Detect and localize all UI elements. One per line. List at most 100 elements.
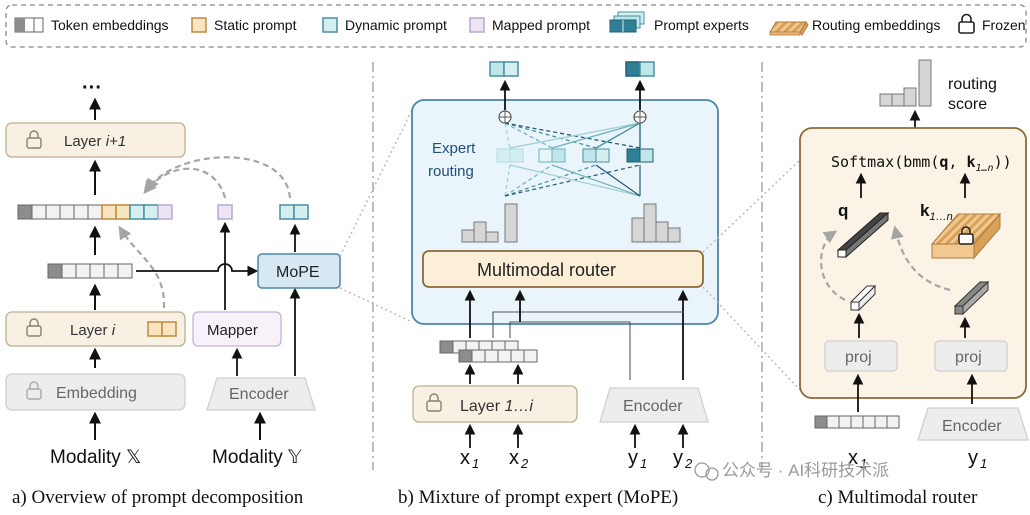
legend-static-label: Static prompt xyxy=(214,17,297,33)
histogram-left xyxy=(461,203,518,243)
legend-token-embeddings: Token embeddings xyxy=(14,17,169,33)
softmax-formula: Softmax(bmm(q, k1…n)) xyxy=(831,153,1012,174)
static-prompt-token xyxy=(161,321,177,337)
encoder-shape-c xyxy=(917,407,1029,441)
output-prompt-token xyxy=(625,61,641,77)
lock-icon xyxy=(26,318,42,337)
watermark: 公众号 · AI科研技术派 xyxy=(694,461,889,481)
expert-1 xyxy=(496,148,524,163)
expert-3 xyxy=(582,148,610,163)
legend-frame xyxy=(5,4,1027,48)
histogram-right xyxy=(631,203,681,243)
legend: Token embeddings Static prompt Dynamic p… xyxy=(5,4,1027,48)
output-prompt-token xyxy=(639,61,655,77)
dynamic-prompt-token xyxy=(293,204,309,220)
concat-token-row xyxy=(17,204,173,220)
layer-top-box xyxy=(5,122,186,158)
wechat-icon xyxy=(694,462,710,478)
layer-mid-box xyxy=(5,311,186,347)
layer-range-box xyxy=(412,385,578,423)
k-label: k1…n xyxy=(920,201,953,223)
caption-c: c) Multimodal router xyxy=(818,487,978,508)
q-vector xyxy=(836,211,890,259)
router-label: Multimodal router xyxy=(477,260,616,280)
lock-icon xyxy=(26,130,42,149)
caption-b: b) Mixture of prompt expert (MoPE) xyxy=(398,487,678,508)
mope-label: MoPE xyxy=(276,264,320,281)
expert-routing-line1: Expert xyxy=(432,140,476,157)
legend-dynamic-prompt: Dynamic prompt xyxy=(322,17,447,33)
routing-score-line2: score xyxy=(948,96,987,113)
panel-c: routing score Softmax(bmm(q, k1…n)) q k1… xyxy=(799,59,1029,508)
watermark-text: 公众号 · AI科研技术派 xyxy=(722,461,889,480)
sum-node-right xyxy=(633,110,647,124)
legend-token-label: Token embeddings xyxy=(51,17,169,33)
legend-frozen-label: Frozen xyxy=(982,17,1026,33)
encoder-shape-b xyxy=(599,387,709,423)
modality-x-label: Modality 𝕏 xyxy=(50,447,141,468)
output-prompt-token xyxy=(489,61,505,77)
sum-node-left xyxy=(498,110,512,124)
expert-routing-line2: routing xyxy=(428,163,474,180)
legend-experts-label: Prompt experts xyxy=(654,17,749,33)
legend-routing-embeddings: Routing embeddings xyxy=(769,17,940,36)
proj-label-right: proj xyxy=(955,349,982,366)
token-row-c xyxy=(814,415,900,429)
embedding-box xyxy=(5,373,186,411)
mapper-box xyxy=(192,311,282,347)
dynamic-prompt-token xyxy=(279,204,295,220)
encoder-label-c: Encoder xyxy=(942,418,1002,435)
layer-mid-label: Layer i xyxy=(70,322,116,339)
token-row xyxy=(47,263,133,279)
lock-icon xyxy=(958,226,974,245)
token-rows-b xyxy=(439,340,538,363)
legend-routing-label: Routing embeddings xyxy=(812,17,940,33)
mapper-label: Mapper xyxy=(207,322,258,339)
embedding-label: Embedding xyxy=(56,385,137,402)
modality-y-label: Modality 𝕐 xyxy=(212,447,302,468)
proj-label-left: proj xyxy=(845,349,872,366)
routing-lines-lower xyxy=(504,164,641,197)
encoder-label: Encoder xyxy=(229,386,289,403)
mapped-prompt-token xyxy=(217,204,233,220)
caption-a: a) Overview of prompt decomposition xyxy=(12,487,304,508)
legend-dynamic-label: Dynamic prompt xyxy=(345,17,447,33)
proj-vector-left xyxy=(849,284,877,312)
ellipsis: ··· xyxy=(82,77,102,99)
layer-range-label: Layer 1…i xyxy=(460,398,533,415)
k-vector xyxy=(930,212,1002,260)
proj-box-left xyxy=(824,340,898,372)
routing-score-histogram xyxy=(879,59,932,107)
router-box xyxy=(422,250,704,288)
routing-score-line1: routing xyxy=(948,76,997,93)
mope-box xyxy=(257,253,341,289)
proj-vector-right xyxy=(953,280,990,316)
routing-lines-upper xyxy=(504,122,641,149)
lock-icon xyxy=(426,393,442,412)
encoder-shape xyxy=(206,377,316,411)
expert-2 xyxy=(538,148,566,163)
mope-detail-box xyxy=(411,99,719,325)
output-prompt-token xyxy=(503,61,519,77)
legend-mapped-prompt: Mapped prompt xyxy=(469,17,590,33)
legend-static-prompt: Static prompt xyxy=(191,17,297,33)
lock-icon xyxy=(961,13,972,22)
proj-box-right xyxy=(934,340,1008,372)
legend-frozen: Frozen xyxy=(958,13,1026,34)
encoder-label-b: Encoder xyxy=(623,398,683,415)
static-prompt-token xyxy=(147,321,163,337)
legend-prompt-experts: Prompt experts xyxy=(609,11,749,33)
panel-b: Expert routing xyxy=(398,61,719,508)
lock-icon xyxy=(26,381,42,400)
expert-4 xyxy=(626,148,654,163)
layer-top-label: Layer i+1 xyxy=(64,133,126,150)
q-label: q xyxy=(838,201,848,220)
legend-mapped-label: Mapped prompt xyxy=(492,17,590,33)
